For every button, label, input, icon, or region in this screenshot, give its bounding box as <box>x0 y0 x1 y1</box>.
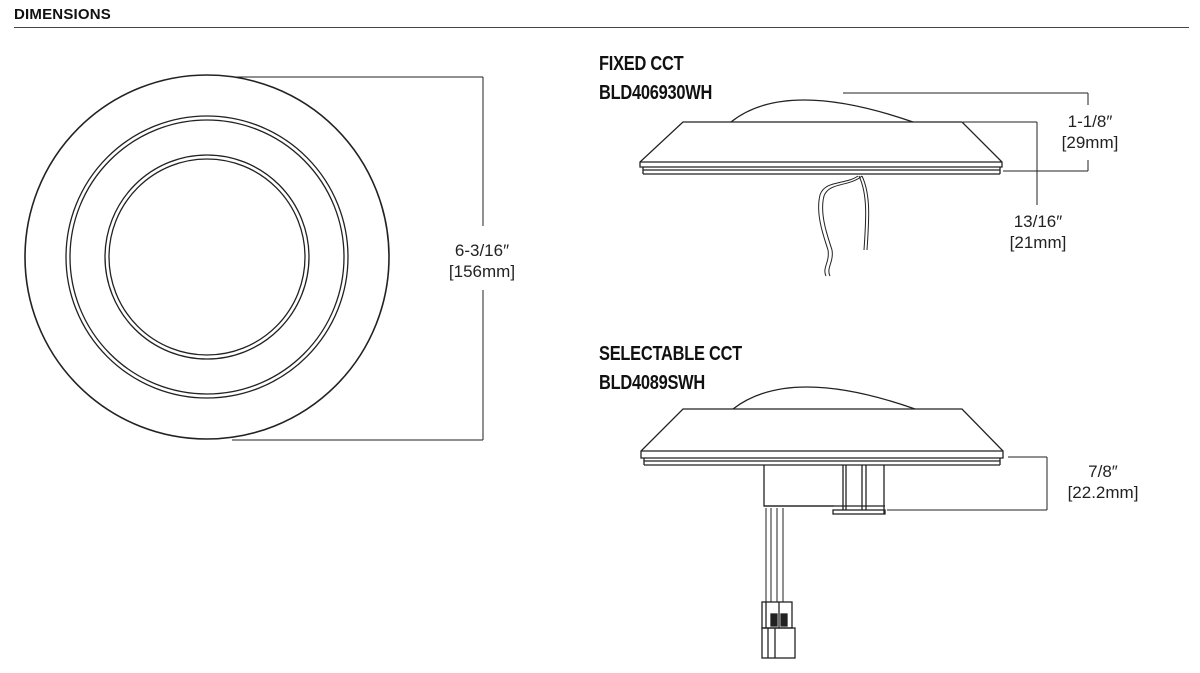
top-view-drawing <box>24 74 390 440</box>
top-view-dimension-lines <box>232 76 484 441</box>
selectable-cct-title: SELECTABLE CCT BLD4089SWH <box>599 340 742 398</box>
fixed-cct-overall-height-imperial: 1-1/8″ <box>1067 112 1113 131</box>
fixed-cct-trim-height-metric: [21mm] <box>1009 233 1067 252</box>
selectable-cct-model: BLD4089SWH <box>599 372 705 394</box>
selectable-cct-driver-height-imperial: 7/8″ <box>1088 462 1118 481</box>
top-view-diameter-label: 6-3/16″ [156mm] <box>432 240 532 282</box>
fixed-cct-title: FIXED CCT BLD406930WH <box>599 50 712 108</box>
top-view-diameter-imperial: 6-3/16″ <box>454 241 510 260</box>
fixed-cct-model: BLD406930WH <box>599 82 713 104</box>
fixed-cct-trim-height-label: 13/16″ [21mm] <box>988 211 1088 253</box>
selectable-cct-driver-height-metric: [22.2mm] <box>1067 483 1139 502</box>
selectable-cct-heading: SELECTABLE CCT <box>599 343 742 365</box>
selectable-cct-side-drawing <box>640 386 1004 659</box>
fixed-cct-dimension-lines <box>843 92 1089 205</box>
section-divider <box>14 27 1189 28</box>
fixed-cct-trim-height-imperial: 13/16″ <box>1013 212 1063 231</box>
selectable-cct-driver-height-label: 7/8″ [22.2mm] <box>1048 461 1158 503</box>
section-title: DIMENSIONS <box>14 6 112 23</box>
top-view-diameter-metric: [156mm] <box>448 262 516 281</box>
fixed-cct-overall-height-label: 1-1/8″ [29mm] <box>1040 111 1140 153</box>
fixed-cct-overall-height-metric: [29mm] <box>1061 133 1119 152</box>
fixed-cct-heading: FIXED CCT <box>599 53 684 75</box>
fixed-cct-side-drawing <box>639 99 1003 277</box>
selectable-cct-dimension-lines <box>887 456 1048 511</box>
